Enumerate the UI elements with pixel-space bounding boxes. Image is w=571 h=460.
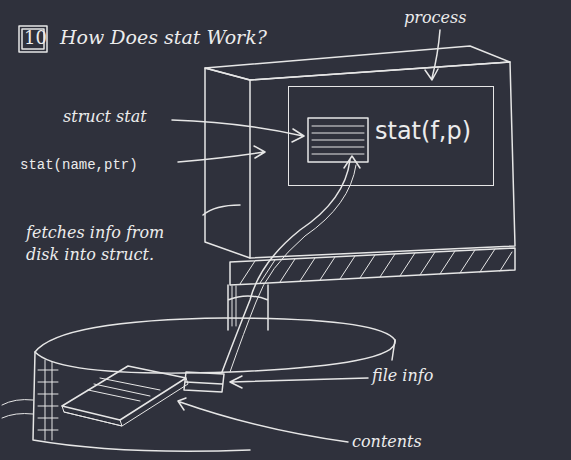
monitor-edge bbox=[203, 205, 240, 215]
process-label: process bbox=[404, 8, 466, 27]
callout-frame bbox=[19, 26, 47, 52]
struct-fields bbox=[312, 126, 364, 154]
struct-label: struct stat bbox=[63, 107, 147, 126]
contents-label: contents bbox=[352, 432, 422, 451]
disk-platter bbox=[2, 400, 33, 418]
data-cable bbox=[230, 165, 356, 372]
callout-number: 10 bbox=[24, 27, 47, 48]
leader-arrow bbox=[230, 376, 368, 388]
process-screen: stat(f,p) bbox=[288, 86, 494, 186]
file-info-label: file info bbox=[372, 366, 433, 385]
leader-arrow bbox=[178, 146, 265, 162]
call-label: stat(name,ptr) bbox=[20, 157, 138, 173]
stand-shade bbox=[232, 286, 236, 326]
disk-top bbox=[35, 318, 395, 373]
monitor-top bbox=[205, 46, 510, 80]
leader-arrow bbox=[178, 398, 348, 442]
monitor-side bbox=[205, 68, 250, 258]
disk-hatching bbox=[38, 360, 58, 440]
monitor-base bbox=[230, 248, 515, 285]
leader-arrow bbox=[172, 120, 304, 142]
call-text: stat(f,p) bbox=[375, 117, 471, 145]
title: How Does stat Work? bbox=[60, 26, 267, 48]
disk-side bbox=[33, 340, 395, 451]
file-pages bbox=[62, 378, 188, 426]
note: fetches info from disk into struct. bbox=[26, 222, 188, 266]
file-info-block bbox=[184, 372, 224, 392]
struct-box bbox=[308, 118, 368, 162]
leader-arrow bbox=[425, 30, 440, 80]
file-contents bbox=[62, 366, 186, 420]
file-lines bbox=[88, 378, 160, 401]
hatching bbox=[240, 249, 512, 284]
monitor-front bbox=[250, 62, 515, 258]
